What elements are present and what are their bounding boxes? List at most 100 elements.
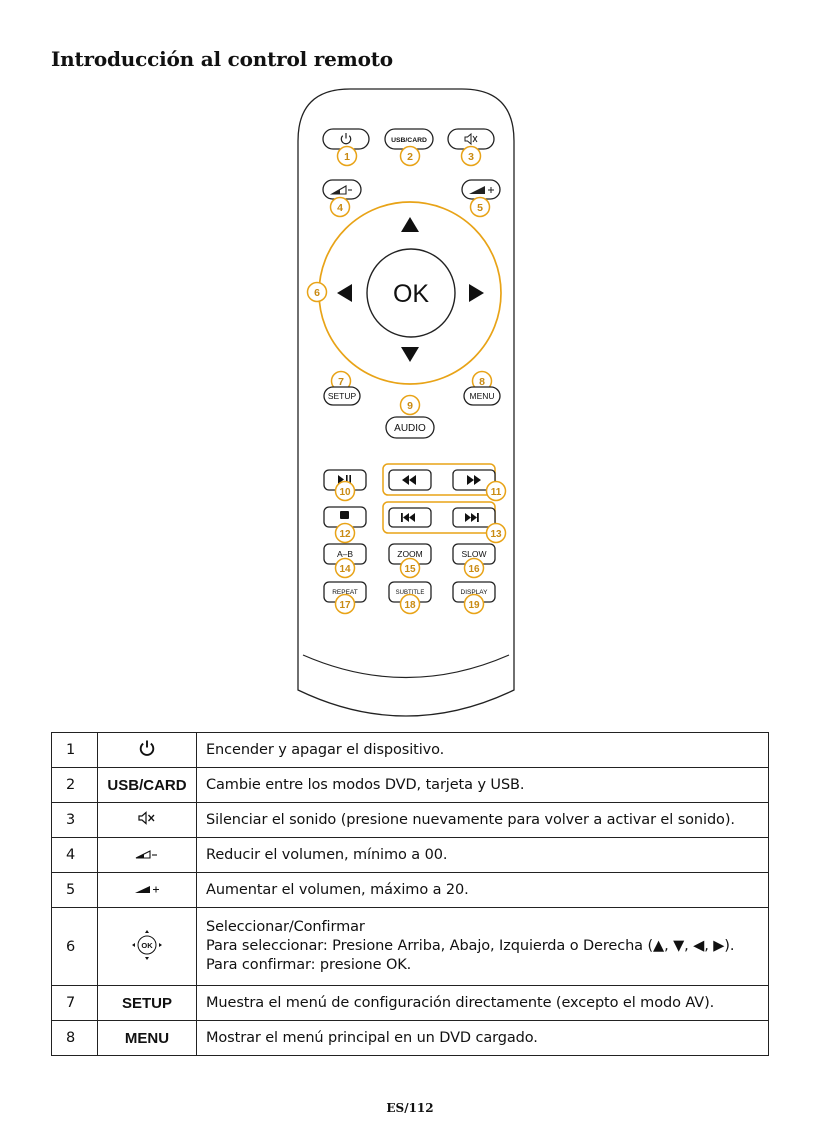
row-description: Seleccionar/Confirmar Para seleccionar: … [196,907,769,986]
stop-icon [340,511,349,519]
row-key [97,872,197,908]
svg-text:9: 9 [407,400,413,412]
row-number: 2 [51,767,98,803]
audio-label: AUDIO [394,423,426,434]
page-footer: ES/112 [386,1101,434,1115]
setup-button[interactable] [323,386,361,406]
callout-13: 13 [485,522,507,544]
callout-4: 4 [329,196,351,218]
svg-text:1: 1 [344,151,350,163]
svg-text:17: 17 [339,600,351,611]
setup-label: SETUP [328,391,357,401]
callout-16: 16 [463,557,485,579]
row-number: 1 [51,732,98,768]
row-key [97,802,197,838]
volume-up-icon [469,186,494,194]
next-icon [465,513,479,522]
svg-text:13: 13 [490,529,502,540]
callout-5: 5 [469,196,491,218]
volume-up-icon [135,885,159,893]
mute-icon [138,811,155,825]
svg-text:6: 6 [314,287,320,299]
right-arrow-button[interactable] [469,284,484,302]
power-icon [139,740,155,756]
volume-down-button[interactable] [322,179,362,200]
legend-row: 3 Silenciar el sonido (presione nuevamen… [51,802,769,838]
row-number: 3 [51,802,98,838]
svg-text:19: 19 [468,600,480,611]
svg-text:4: 4 [337,202,343,214]
rewind-icon [402,475,416,485]
remote-bottom-curve [302,654,510,679]
callout-18: 18 [399,593,421,615]
row-description: Muestra el menú de configuración directa… [196,985,769,1021]
row-description: Silenciar el sonido (presione nuevamente… [196,802,769,838]
down-arrow-button[interactable] [401,347,419,362]
remote-diagram: USB/CARD 1 2 3 4 5 OK 6 7 SETUP 8 MENU 9… [297,88,515,717]
svg-text:16: 16 [468,564,480,575]
row-number: 8 [51,1020,98,1056]
up-arrow-button[interactable] [401,217,419,232]
legend-row: 6 OK Seleccionar/Confirmar Para seleccio… [51,907,769,986]
usb-card-label: USB/CARD [391,137,427,144]
menu-button[interactable] [463,386,501,406]
ok-label: OK [393,280,429,308]
legend-row: 1 Encender y apagar el dispositivo. [51,732,769,768]
audio-button[interactable] [385,416,435,439]
callout-17: 17 [334,593,356,615]
callout-2: 2 [399,145,421,167]
page-title: Introducción al control remoto [51,47,393,71]
play-pause-icon [338,475,351,484]
row-key [97,732,197,768]
subtitle-label: SUBTITLE [396,590,425,596]
row-key: MENU [97,1020,197,1056]
svg-text:11: 11 [491,487,502,498]
fast-forward-icon [467,475,481,485]
menu-label: MENU [469,391,494,401]
ok-button[interactable] [366,248,456,338]
svg-text:2: 2 [407,151,413,163]
callout-12: 12 [334,522,356,544]
svg-text:12: 12 [339,529,351,540]
volume-down-icon [135,849,157,859]
callout-9: 9 [399,394,421,416]
row-description: Mostrar el menú principal en un DVD carg… [196,1020,769,1056]
legend-row: 2 USB/CARD Cambie entre los modos DVD, t… [51,767,769,803]
row-description: Cambie entre los modos DVD, tarjeta y US… [196,767,769,803]
volume-down-icon [329,185,352,195]
callout-15: 15 [399,557,421,579]
row-key [97,837,197,873]
callout-19: 19 [463,593,485,615]
row-key: USB/CARD [97,767,197,803]
svg-text:10: 10 [339,487,351,498]
svg-text:15: 15 [404,564,416,575]
svg-text:OK: OK [141,940,153,949]
row-number: 4 [51,837,98,873]
callout-8: 8 [471,370,493,392]
slow-label: SLOW [461,549,486,559]
left-arrow-button[interactable] [337,284,352,302]
callout-10: 10 [334,480,356,502]
repeat-label: REPEAT [332,589,358,596]
mute-icon [464,132,478,146]
row-description: Encender y apagar el dispositivo. [196,732,769,768]
callout-14: 14 [334,557,356,579]
previous-icon [401,513,415,522]
svg-text:3: 3 [468,151,474,163]
svg-text:5: 5 [477,202,483,214]
row-description: Aumentar el volumen, máximo a 20. [196,872,769,908]
ab-label: A–B [337,549,353,559]
row-number: 6 [51,907,98,986]
display-label: DISPLAY [461,589,489,596]
ok-navigation-icon: OK [132,929,162,960]
legend-row: 8 MENU Mostrar el menú principal en un D… [51,1020,769,1056]
legend-row: 7 SETUP Muestra el menú de configuración… [51,985,769,1021]
svg-text:14: 14 [339,564,351,575]
row-key: SETUP [97,985,197,1021]
power-icon [340,133,352,145]
svg-text:7: 7 [338,376,344,388]
svg-text:18: 18 [404,600,416,611]
svg-text:8: 8 [479,376,485,388]
legend-table: 1 Encender y apagar el dispositivo. 2 US… [51,732,769,1056]
zoom-label: ZOOM [397,549,423,559]
